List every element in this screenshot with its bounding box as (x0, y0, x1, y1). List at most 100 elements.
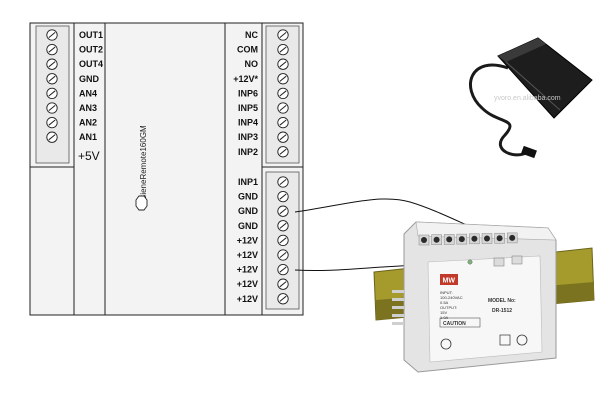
psu-spec-line: INPUT: (440, 290, 453, 295)
terminal-label: OUT1 (79, 30, 103, 40)
psu-terminal-screw-icon (494, 232, 505, 244)
right-bottom-screw-icon (277, 234, 289, 247)
psu-caution-text: CAUTION (443, 321, 466, 327)
device-name-label: BieneRemote160GM (139, 125, 148, 200)
terminal-label: INP2 (238, 147, 258, 157)
psu-side-vents (392, 290, 404, 325)
psu-terminal-screw-icon (431, 234, 442, 245)
psu-spec-line: 15V (440, 310, 447, 315)
left-screw-icon (46, 131, 58, 143)
right-top-screw-icon (277, 87, 289, 100)
psu-caution-box (439, 317, 481, 328)
right-top-screw-icon (277, 58, 289, 70)
board-outline (29, 22, 304, 316)
right-bottom-screw-icon (277, 293, 289, 305)
right-bottom-screw-icon (277, 263, 289, 276)
right-bottom-screw-icon (277, 278, 289, 290)
psu-terminal-screw-icon (443, 234, 455, 245)
terminal-label: INP4 (238, 118, 258, 128)
adapter-plug (521, 145, 537, 159)
right-top-screw-icon (277, 43, 289, 56)
psu-led-indicator (467, 259, 473, 265)
terminal-label: COM (237, 45, 258, 55)
terminal-label: GND (238, 221, 259, 231)
terminal-label: INP6 (238, 88, 258, 98)
right-top-screw-terminals (277, 29, 289, 158)
terminal-label: +12V (237, 279, 258, 289)
psu-spec-line: 1.0A (440, 315, 449, 320)
right-bottom-screw-icon (277, 205, 289, 217)
right-bottom-screw-icon (277, 220, 289, 232)
psu-brand-logo (440, 274, 458, 285)
terminal-label: INP1 (238, 177, 258, 187)
terminal-label: AN4 (79, 88, 97, 98)
terminal-label: GND (238, 206, 259, 216)
psu-terminal-row (418, 232, 518, 246)
terminal-label: +12V* (233, 74, 258, 84)
psu-model-number: DR-1512 (492, 308, 512, 314)
right-top-screw-icon (277, 131, 289, 143)
terminal-label: GND (79, 74, 100, 84)
terminal-label: NC (245, 30, 258, 40)
psu-terminal-screw-icon (481, 233, 493, 244)
left-screw-terminals (46, 29, 58, 143)
right-top-screw-icon (277, 102, 289, 114)
right-top-screw-icon (277, 73, 289, 85)
left-screw-icon (46, 58, 58, 70)
terminal-label: AN2 (79, 118, 97, 128)
connector-glyph-icon (135, 195, 148, 211)
left-screw-icon (46, 87, 58, 100)
psu-terminal-screw-icon (456, 233, 468, 245)
right-bottom-screw-icon (277, 249, 289, 261)
left-screw-icon (46, 43, 58, 56)
psu-terminal-screw-icon (469, 233, 480, 245)
terminal-label: INP3 (238, 132, 258, 142)
terminal-label: AN3 (79, 103, 97, 113)
cert-box-mark (499, 334, 511, 346)
adapter-cable (469, 63, 529, 157)
psu-spec-line: 0.5A (440, 300, 449, 305)
terminal-label: INP5 (238, 103, 258, 113)
adapter-watermark: yvoro.en.alibaba.com (494, 95, 561, 102)
psu-model-label: MODEL No: (488, 298, 516, 304)
left-screw-icon (46, 116, 58, 129)
psu-adjust-pot (493, 257, 505, 267)
terminal-label: OUT2 (79, 45, 103, 55)
psu-terminal-screw-icon (418, 234, 430, 246)
right-top-screw-icon (277, 146, 289, 158)
left-screw-icon (46, 73, 58, 85)
terminal-label: OUT4 (79, 59, 103, 69)
terminal-label: +12V (237, 250, 258, 260)
terminal-label: GND (238, 192, 259, 202)
psu-spec-line: OUTPUT: (440, 305, 457, 310)
psu-adjust-pot-2 (511, 255, 523, 265)
terminal-label: +12V (237, 265, 258, 275)
cert-ce-mark (440, 338, 452, 350)
power-adapter: yvoro.en.alibaba.com (469, 37, 593, 159)
psu-terminal-screw-icon (506, 232, 518, 244)
adapter-brick-highlight (505, 61, 561, 111)
right-top-screw-icon (277, 29, 289, 41)
cert-ul-mark (516, 334, 528, 346)
left-screw-icon (46, 29, 58, 41)
psu-brand-text: MW (443, 278, 456, 285)
right-bottom-screw-terminals (277, 176, 289, 305)
left-screw-icon (46, 102, 58, 114)
right-bottom-screw-icon (277, 176, 289, 188)
adapter-brick-top (498, 38, 546, 62)
terminal-label: +12V (237, 235, 258, 245)
plus-5v-label: +5V (78, 149, 100, 163)
psu-spec-line: 100-240VAC (440, 295, 463, 300)
terminal-label: +12V (237, 294, 258, 304)
right-top-screw-icon (277, 116, 289, 129)
right-bottom-screw-icon (277, 190, 289, 203)
terminal-label: AN1 (79, 132, 97, 142)
terminal-label: NO (245, 59, 259, 69)
